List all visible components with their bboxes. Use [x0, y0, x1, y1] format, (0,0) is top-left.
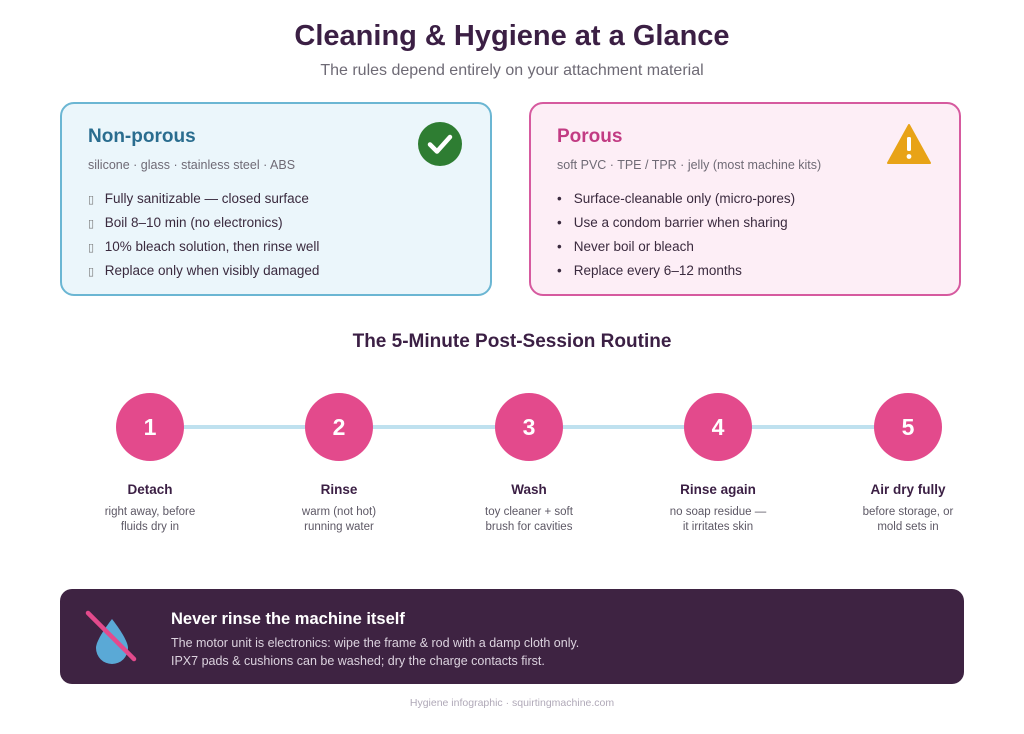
- warning-banner: Never rinse the machine itself The motor…: [60, 589, 964, 684]
- warning-text: The motor unit is electronics: wipe the …: [171, 636, 580, 650]
- step-description: right away, before fluids dry in: [70, 505, 230, 535]
- step-number-badge: 5: [874, 393, 942, 461]
- step-number-badge: 1: [116, 393, 184, 461]
- step-desc-line: mold sets in: [877, 521, 939, 533]
- porous-card: Porous soft PVC · TPE / TPR · jelly (mos…: [529, 102, 961, 296]
- step-desc-line: it irritates skin: [682, 521, 754, 533]
- page-title: Cleaning & Hygiene at a Glance: [294, 20, 730, 52]
- list-bullet: ▯: [88, 217, 95, 230]
- list-bullet: •: [557, 191, 562, 206]
- step-desc-line: before storage, or: [862, 506, 954, 518]
- porous-list: • Surface-cleanable only (micro-pores) •…: [557, 187, 933, 283]
- step-desc-line: right away, before: [104, 506, 196, 518]
- list-item-text: Surface-cleanable only (micro-pores): [573, 191, 796, 206]
- step-number-badge: 3: [495, 393, 563, 461]
- step-desc-line: toy cleaner + soft: [485, 506, 573, 518]
- list-item-text: Never boil or bleach: [573, 239, 694, 254]
- page-subtitle: The rules depend entirely on your attach…: [320, 62, 704, 79]
- list-bullet: •: [557, 263, 562, 278]
- list-item: • Use a condom barrier when sharing: [557, 211, 933, 235]
- step-number-badge: 2: [305, 393, 373, 461]
- list-bullet: •: [557, 239, 562, 254]
- list-item: ▯ 10% bleach solution, then rinse well: [88, 235, 464, 259]
- step-desc-line: warm (not hot): [301, 506, 377, 518]
- step-description: warm (not hot) running water: [259, 505, 419, 535]
- warning-text: IPX7 pads & cushions can be washed; dry …: [171, 654, 545, 668]
- footer-credit: Hygiene infographic · squirtingmachine.c…: [409, 697, 615, 709]
- list-item: • Surface-cleanable only (micro-pores): [557, 187, 933, 211]
- step-desc-line: brush for cavities: [485, 521, 573, 533]
- routine-step: 2 Rinse warm (not hot) running water: [259, 393, 419, 535]
- step-description: toy cleaner + soft brush for cavities: [449, 505, 609, 535]
- list-bullet: ▯: [88, 193, 95, 206]
- list-item: • Never boil or bleach: [557, 235, 933, 259]
- list-item: ▯ Replace only when visibly damaged: [88, 259, 464, 283]
- warning-title: Never rinse the machine itself: [171, 610, 405, 628]
- step-description: before storage, or mold sets in: [828, 505, 988, 535]
- no-water-drop-icon: [85, 610, 137, 664]
- routine-step: 3 Wash toy cleaner + soft brush for cavit…: [449, 393, 609, 535]
- nonporous-card: Non-porous silicone · glass · stainless …: [60, 102, 492, 296]
- list-item-text: Use a condom barrier when sharing: [573, 215, 788, 230]
- list-item-text: 10% bleach solution, then rinse well: [104, 239, 320, 254]
- step-desc-line: running water: [304, 521, 374, 533]
- list-item: ▯ Boil 8–10 min (no electronics): [88, 211, 464, 235]
- routine-step: 5 Air dry fully before storage, or mold s…: [828, 393, 988, 535]
- nonporous-materials: silicone · glass · stainless steel · ABS: [88, 158, 296, 172]
- list-bullet: •: [557, 215, 562, 230]
- step-name: Rinse: [320, 482, 358, 497]
- step-name: Wash: [511, 482, 547, 497]
- porous-materials: soft PVC · TPE / TPR · jelly (most machi…: [557, 158, 822, 172]
- step-description: no soap residue — it irritates skin: [638, 505, 798, 535]
- step-name: Detach: [127, 482, 173, 497]
- nonporous-title: Non-porous: [88, 126, 196, 147]
- step-name: Air dry fully: [870, 482, 946, 497]
- porous-title: Porous: [557, 126, 623, 147]
- list-bullet: ▯: [88, 265, 95, 278]
- step-name: Rinse again: [680, 482, 756, 497]
- check-circle-icon: [418, 122, 462, 166]
- nonporous-list: ▯ Fully sanitizable — closed surface ▯ B…: [88, 187, 464, 283]
- list-item-text: Replace every 6–12 months: [573, 263, 742, 278]
- list-bullet: ▯: [88, 241, 95, 254]
- routine-title: The 5-Minute Post-Session Routine: [352, 331, 672, 352]
- list-item: ▯ Fully sanitizable — closed surface: [88, 187, 464, 211]
- routine-step: 1 Detach right away, before fluids dry in: [70, 393, 230, 535]
- routine-step: 4 Rinse again no soap residue — it irrita…: [638, 393, 798, 535]
- list-item-text: Fully sanitizable — closed surface: [104, 191, 309, 206]
- step-number-badge: 4: [684, 393, 752, 461]
- step-desc-line: fluids dry in: [120, 521, 180, 533]
- list-item: • Replace every 6–12 months: [557, 259, 933, 283]
- step-desc-line: no soap residue —: [669, 506, 767, 518]
- list-item-text: Replace only when visibly damaged: [104, 263, 320, 278]
- warning-triangle-icon: [887, 124, 931, 164]
- list-item-text: Boil 8–10 min (no electronics): [104, 215, 283, 230]
